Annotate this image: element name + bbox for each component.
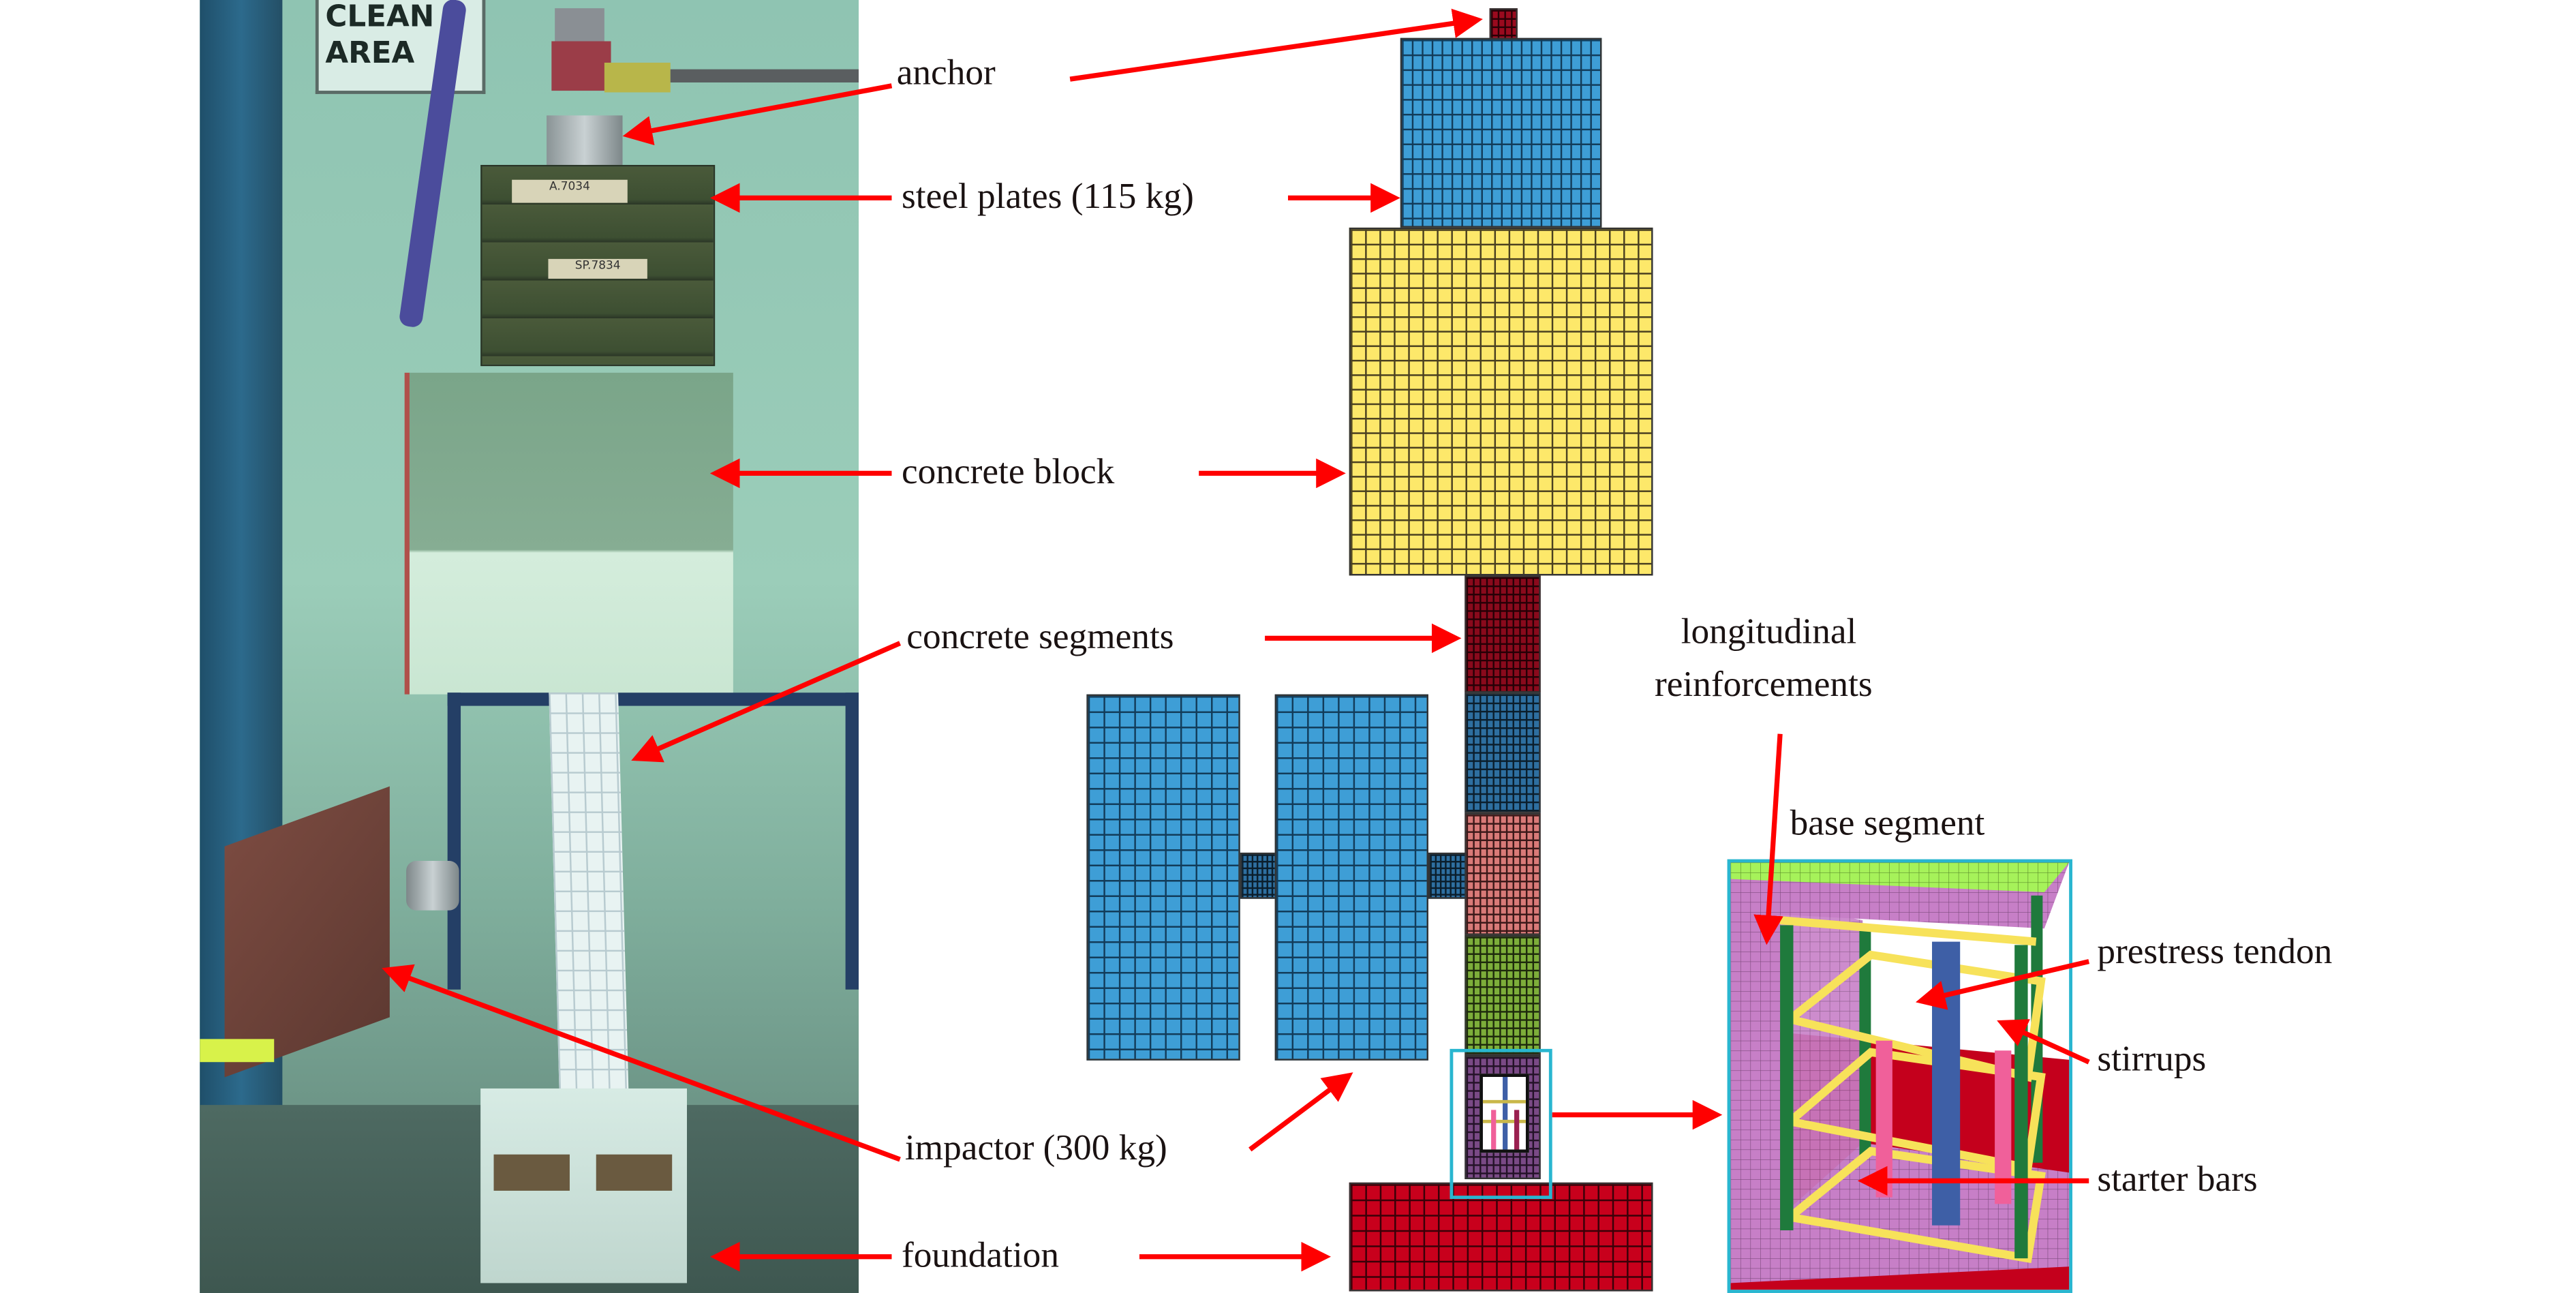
label-base-segment: base segment: [1790, 801, 1985, 843]
yellow-bracket: [200, 1039, 275, 1063]
arrow-longitudinal-reinforcements: [1753, 733, 1783, 945]
stirrup: [1780, 1146, 2046, 1264]
arrow-stirrups: [1997, 1019, 2090, 1065]
label-foundation: foundation: [902, 1233, 1060, 1275]
plate-tag: SP.7834: [548, 258, 647, 279]
anchor-plate: [596, 1154, 673, 1191]
fe-steel-plates: [1400, 37, 1602, 228]
mini-stirrup: [1482, 1119, 1526, 1123]
mini-tendon: [1503, 1076, 1508, 1150]
fe-impactor-connector: [1240, 852, 1277, 899]
fe-impactor-load-cell: [1428, 852, 1467, 899]
hydraulic-coupler: [604, 62, 671, 93]
label-starter-bars: starter bars: [2097, 1157, 2258, 1200]
label-longitudinal-line1: longitudinal: [1681, 610, 1857, 652]
detail-top-surface: [1730, 862, 2070, 893]
load-cell-red: [551, 41, 611, 91]
mini-starter-bar: [1514, 1110, 1520, 1150]
impact-load-cell: [406, 861, 459, 911]
load-cell-top: [555, 8, 604, 45]
segment-1: [1465, 575, 1541, 693]
arrow-impactor-photo: [382, 964, 901, 1162]
label-impactor: impactor (300 kg): [904, 1126, 1167, 1168]
fe-concrete-block: [1349, 227, 1653, 576]
arrow-prestress-tendon: [1915, 959, 2090, 1010]
label-stirrups: stirrups: [2097, 1037, 2207, 1079]
segment-4: [1465, 934, 1541, 1056]
label-anchor: anchor: [896, 51, 996, 93]
label-steel-plates: steel plates (115 kg): [902, 174, 1194, 216]
base-segment: [1465, 1055, 1541, 1180]
mini-starter-bar: [1491, 1110, 1497, 1150]
experiment-photo: CLEAN AREA A.7034 SP.7834: [200, 0, 859, 1293]
photo-concrete-block: [404, 372, 733, 695]
label-concrete-block: concrete block: [902, 450, 1115, 492]
base-segment-highlight: [1450, 1048, 1552, 1200]
label-prestress-tendon: prestress tendon: [2097, 930, 2333, 972]
hydraulic-hose: [670, 69, 859, 82]
fe-foundation: [1349, 1182, 1653, 1292]
detail-concrete-inner-wall: [1780, 903, 1863, 1226]
stirrup: [1779, 916, 2037, 946]
arrow-impactor-model: [1248, 1072, 1353, 1152]
fe-concrete-segments: [1465, 575, 1541, 1180]
photo-steel-plates: A.7034 SP.7834: [480, 164, 716, 367]
segment-3: [1465, 812, 1541, 935]
photo-anchor: [547, 115, 623, 165]
arrow-anchor-model: [1069, 8, 1483, 82]
longitudinal-bar: [1780, 925, 1794, 1231]
arrow-anchor-photo: [622, 83, 893, 146]
sign-text: CLEAN AREA: [325, 0, 435, 72]
anchor-plate: [493, 1154, 570, 1191]
detail-concrete-wall: [1730, 862, 1781, 1259]
steel-frame-column: [200, 0, 283, 1293]
plate-tag: A.7034: [512, 179, 628, 203]
arrow-concrete-segments-photo: [631, 641, 902, 763]
base-segment-cutaway: [1479, 1074, 1529, 1153]
fe-impactor-block-rear: [1086, 694, 1240, 1061]
mini-stirrup: [1482, 1099, 1526, 1104]
fe-impactor-block-front: [1274, 694, 1428, 1061]
fe-anchor: [1489, 8, 1518, 42]
segment-2: [1465, 693, 1541, 813]
label-concrete-segments: concrete segments: [906, 615, 1174, 657]
label-longitudinal-line2: reinforcements: [1654, 663, 1873, 705]
